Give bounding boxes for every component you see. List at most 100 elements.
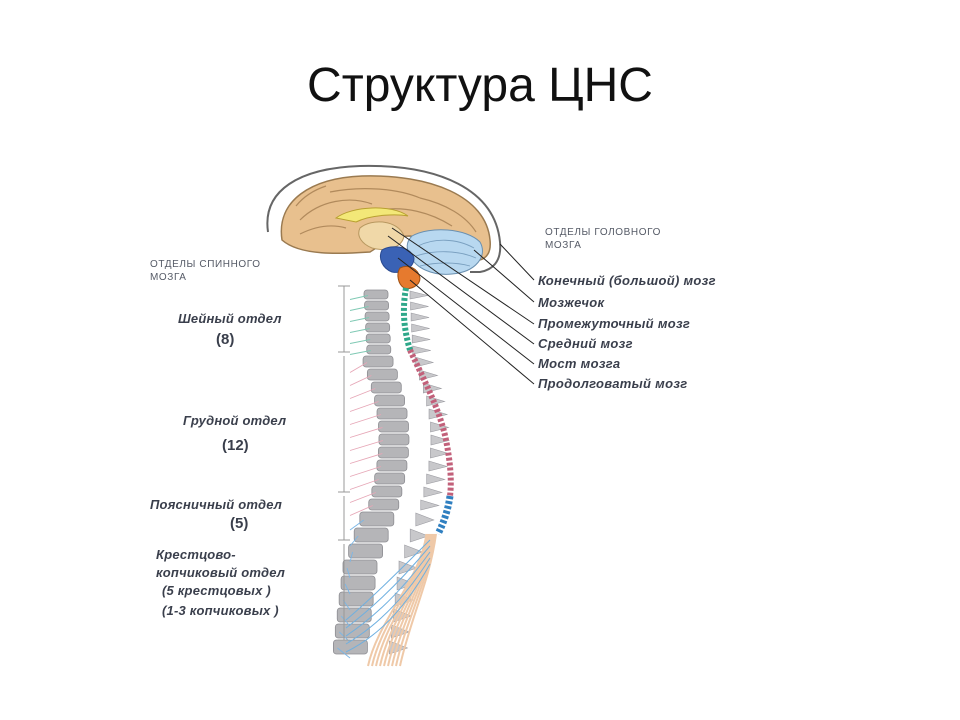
spinal-cord-lumbar bbox=[434, 495, 454, 536]
spinous-process bbox=[404, 544, 424, 559]
spinal-nerve bbox=[349, 362, 368, 373]
brain-sections-header-text: ОТДЕЛЫ ГОЛОВНОГО МОЗГА bbox=[545, 227, 661, 251]
lumbar-nerve-fiber bbox=[345, 557, 431, 645]
vertebra bbox=[353, 527, 389, 543]
sacral-nerve-fiber bbox=[383, 533, 433, 667]
skull-outline bbox=[266, 164, 502, 273]
vertebra bbox=[340, 575, 376, 591]
vertebra bbox=[368, 498, 400, 511]
medulla-shape bbox=[397, 265, 421, 289]
vertebra bbox=[364, 300, 389, 311]
spinal-nerve bbox=[349, 388, 376, 399]
page-title: Структура ЦНС bbox=[307, 59, 653, 112]
cauda-equina bbox=[345, 533, 437, 667]
spinal-nerve bbox=[349, 375, 372, 386]
sacral-nerve-fiber bbox=[395, 533, 436, 667]
label-coccygeal-count: (1-3 копчиковых ) bbox=[162, 603, 279, 618]
label-pons: Мост мозга bbox=[538, 356, 621, 371]
label-cervical: Шейный отдел bbox=[178, 311, 282, 326]
spinous-process bbox=[426, 473, 446, 485]
vertebra bbox=[359, 511, 395, 527]
brain-sections-header: ОТДЕЛЫ ГОЛОВНОГО МОЗГА bbox=[545, 226, 695, 252]
label-lumbar: Поясничный отдел bbox=[150, 497, 283, 512]
spinal-nerve bbox=[337, 647, 351, 659]
vertebra bbox=[378, 433, 410, 446]
vertebra bbox=[376, 459, 408, 472]
sacral-nerve-fiber bbox=[371, 533, 429, 667]
spinal-nerve bbox=[349, 306, 369, 311]
spinous-process bbox=[420, 499, 440, 511]
vertebra bbox=[362, 355, 394, 368]
vertebra bbox=[366, 368, 398, 381]
spinous-process bbox=[409, 290, 429, 300]
vertebra bbox=[370, 381, 402, 394]
spinal-nerve bbox=[349, 427, 383, 438]
spinal-nerve bbox=[349, 317, 370, 322]
label-cerebrum: Конечный (большой) мозг bbox=[538, 273, 716, 288]
vertebra bbox=[332, 639, 368, 655]
label-sacrococcygeal: Крестцово-копчиковый отдел bbox=[156, 547, 286, 580]
spinal-nerve bbox=[349, 328, 370, 333]
label-cerebellum: Мозжечок bbox=[538, 295, 605, 310]
vertebral-column bbox=[332, 289, 451, 655]
spinous-process bbox=[410, 301, 429, 311]
label-thoracic-count: (12) bbox=[222, 437, 249, 454]
brain-pointer-lines bbox=[387, 227, 535, 385]
spinal-nerve bbox=[349, 466, 382, 477]
vertebra bbox=[376, 407, 408, 420]
cerebrum-gyri bbox=[295, 185, 477, 235]
spinous-process bbox=[411, 334, 431, 344]
label-midbrain: Средний мозг bbox=[538, 336, 633, 351]
spinal-nerve bbox=[349, 551, 354, 563]
spinous-process bbox=[428, 460, 449, 472]
spinal-nerve bbox=[349, 535, 359, 547]
spinal-nerve bbox=[349, 479, 379, 490]
label-lumbar-count: (5) bbox=[230, 515, 249, 532]
vertebra bbox=[348, 543, 384, 559]
spinal-cord-cervical bbox=[400, 287, 413, 351]
spinal-nerve bbox=[349, 401, 379, 412]
cerebellum-folia bbox=[415, 239, 477, 267]
lumbar-nerve-fiber bbox=[345, 545, 431, 629]
lumbar-nerve-fiber bbox=[345, 563, 431, 653]
vertebra bbox=[366, 344, 392, 355]
label-sacral-count: (5 крестцовых ) bbox=[162, 583, 271, 598]
spinal-nerve bbox=[349, 295, 369, 300]
spinal-cord-thoracic bbox=[407, 348, 454, 497]
spinal-sections-header: ОТДЕЛЫ СПИННОГО МОЗГА bbox=[150, 258, 300, 284]
spinous-process bbox=[410, 312, 430, 322]
sacral-nerve-fiber bbox=[375, 533, 430, 667]
spinal-nerve bbox=[349, 492, 377, 503]
spinal-nerve bbox=[349, 453, 383, 464]
spinous-process bbox=[430, 434, 451, 446]
label-medulla: Продолговатый мозг bbox=[538, 376, 688, 391]
spinal-nerve bbox=[349, 414, 382, 425]
vertebra bbox=[374, 394, 405, 407]
vertebra bbox=[365, 322, 391, 333]
vertebra bbox=[364, 311, 390, 322]
sacral-nerve-fiber bbox=[387, 533, 434, 667]
vertebra bbox=[338, 591, 374, 607]
vertebra bbox=[377, 446, 409, 459]
vertebra bbox=[378, 420, 409, 433]
vertebra bbox=[365, 333, 391, 344]
spinal-nerve bbox=[349, 505, 373, 516]
spinal-nerve bbox=[349, 350, 371, 355]
vertebra bbox=[371, 485, 403, 498]
spinous-process bbox=[411, 323, 430, 333]
lumbar-nerve-fiber bbox=[345, 539, 431, 621]
spinous-process bbox=[412, 345, 431, 355]
spinal-sections-header-text: ОТДЕЛЫ СПИННОГО МОЗГА bbox=[150, 259, 261, 283]
sacral-nerve-fiber bbox=[399, 533, 437, 667]
spinal-nerve bbox=[349, 339, 371, 344]
spinal-nerve bbox=[344, 583, 351, 595]
label-diencephalon: Промежуточный мозг bbox=[538, 316, 691, 331]
spinous-process bbox=[409, 528, 430, 543]
vertebra bbox=[374, 472, 406, 485]
spinal-nerve bbox=[349, 519, 365, 531]
vertebra bbox=[336, 607, 372, 623]
vertebra bbox=[334, 623, 370, 639]
spinous-process bbox=[423, 486, 443, 498]
vertebra bbox=[342, 559, 378, 575]
